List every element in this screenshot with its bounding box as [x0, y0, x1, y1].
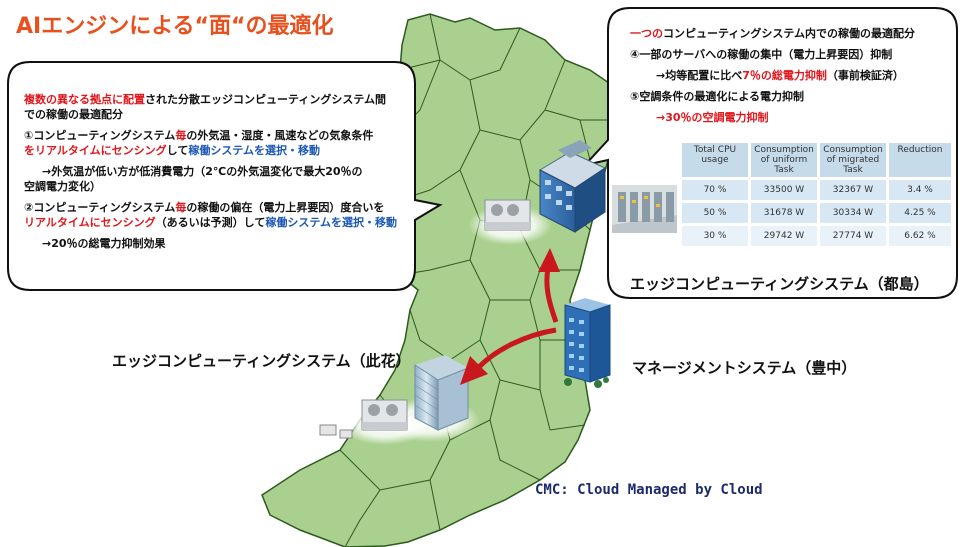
table-cell: 32367 W — [820, 180, 886, 200]
management-building-icon — [564, 298, 610, 388]
cooling-unit-icon — [485, 200, 530, 230]
multi-site-highlight: 複数の異なる拠点に配置 — [24, 93, 145, 106]
table-cell: 29742 W — [751, 226, 817, 246]
left-callout-text: 複数の異なる拠点に配置された分散エッジコンピューティングシステム間 での稼働の最… — [24, 92, 397, 251]
table-cell: 33500 W — [751, 180, 817, 200]
table-cell: 30334 W — [820, 203, 886, 223]
table-header-cell: Total CPU usage — [682, 143, 748, 177]
table-cell: 70 % — [682, 180, 748, 200]
label-management-toyonaka: マネージメントシステム（豊中） — [632, 357, 856, 378]
table-cell: 4.25 % — [889, 203, 951, 223]
label-edge-miyakojima: エッジコンピューティングシステム（都島） — [630, 273, 929, 294]
glass-tower-icon — [415, 355, 468, 430]
table-header-cell: Consumption of migrated Task — [820, 143, 886, 177]
table-cell: 50 % — [682, 203, 748, 223]
table-header-cell: Reduction — [889, 143, 951, 177]
page-title: AIエンジンによる“面“の最適化 — [16, 8, 333, 40]
table-cell: 27774 W — [820, 226, 886, 246]
cmc-caption: CMC: Cloud Managed by Cloud — [535, 482, 763, 498]
table-header-cell: Consumption of uniform Task — [751, 143, 817, 177]
table-cell: 3.4 % — [889, 180, 951, 200]
server-rack-photo — [612, 185, 677, 233]
table-cell: 6.62 % — [889, 226, 951, 246]
table-cell: 30 % — [682, 226, 748, 246]
table-cell: 31678 W — [751, 203, 817, 223]
right-callout-text: 一つのコンピューティングシステム内での稼働の最適配分 ④一部のサーバへの稼働の集… — [630, 26, 915, 125]
cooling-unit-icon — [362, 400, 407, 430]
label-edge-konohana: エッジコンピューティングシステム（此花） — [112, 350, 411, 371]
